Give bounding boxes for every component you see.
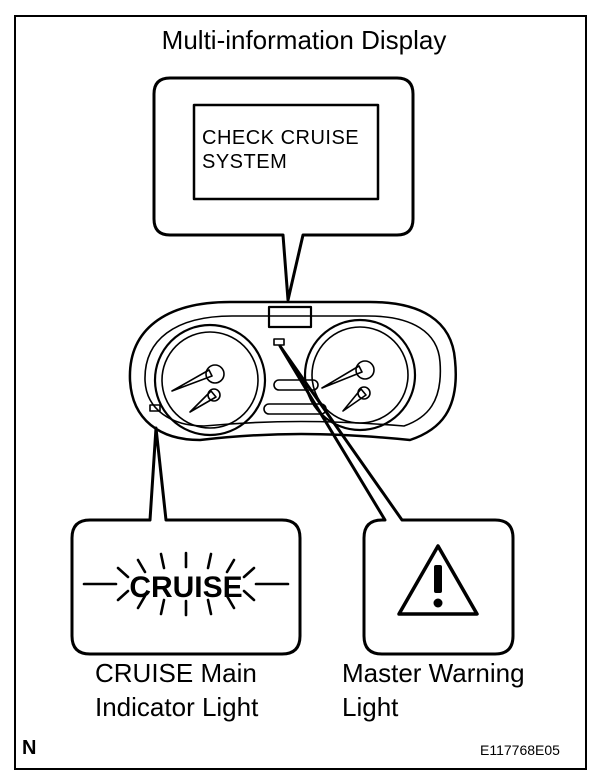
right-subgauge-needle xyxy=(342,388,367,412)
left-gauge-needle xyxy=(171,369,213,392)
warning-triangle-icon xyxy=(397,544,479,616)
reference-code: E117768E05 xyxy=(480,742,560,758)
right-gauge-needle xyxy=(321,365,363,389)
cluster-center-slot-top xyxy=(273,379,319,391)
cluster-inner-outline xyxy=(144,315,442,427)
display-message: CHECK CRUISE SYSTEM xyxy=(202,127,360,173)
cruise-callout xyxy=(70,426,302,656)
warning-callout xyxy=(278,344,515,656)
diagram-frame xyxy=(14,15,587,770)
master-warning-label: Master Warning Light xyxy=(342,658,525,722)
instrument-cluster-icon xyxy=(128,300,458,442)
right-gauge-outer xyxy=(303,318,417,432)
cruise-icon-text: CRUISE xyxy=(129,571,242,604)
cruise-indicator-lamp xyxy=(149,404,161,412)
cruise-main-indicator-label: CRUISE Main Indicator Light xyxy=(95,658,259,722)
diagram-title: Multi-information Display xyxy=(161,25,447,55)
display-callout xyxy=(152,76,415,302)
display-screen xyxy=(192,103,380,201)
right-gauge-inner xyxy=(311,326,409,424)
left-gauge-outer xyxy=(153,323,267,437)
cluster-outline xyxy=(128,300,458,442)
master-warning-indicator xyxy=(273,338,285,346)
left-gauge-inner xyxy=(161,331,259,429)
left-subgauge-needle xyxy=(189,390,217,413)
corner-letter: N xyxy=(22,737,37,759)
cluster-display-window xyxy=(267,305,313,329)
right-gauge-hub xyxy=(355,360,375,380)
cruise-indicator-icon: CRUISE xyxy=(82,551,290,617)
left-gauge-hub xyxy=(205,364,225,384)
